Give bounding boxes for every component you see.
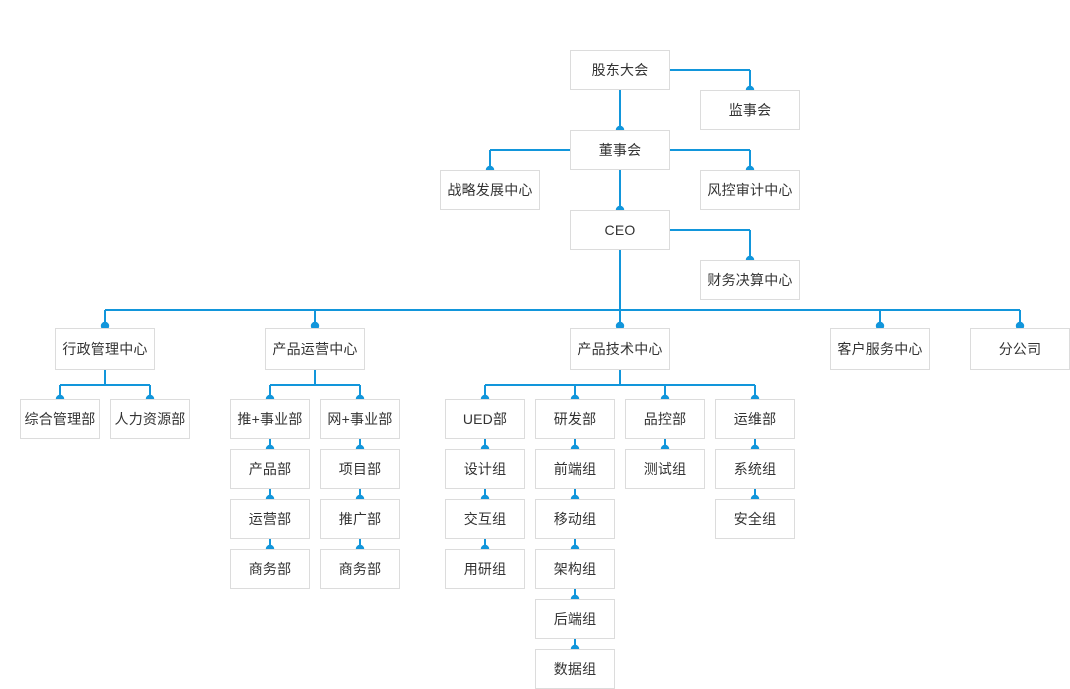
org-node-label: 股东大会 [591,61,649,78]
org-node-n17[interactable]: 产品部 [230,449,310,489]
org-node-label: 后端组 [553,610,597,627]
org-node-n10[interactable]: 产品技术中心 [570,328,670,370]
org-node-label: 推广部 [338,510,382,527]
org-node-label: 设计组 [463,460,507,477]
org-node-label: 客户服务中心 [837,340,923,357]
org-node-n21[interactable]: 商务部 [230,549,310,589]
org-node-label: 数据组 [553,660,597,677]
org-node-n18[interactable]: 项目部 [320,449,400,489]
org-node-n33[interactable]: 安全组 [715,499,795,539]
org-node-n30[interactable]: 系统组 [715,449,795,489]
org-node-n22[interactable]: 商务部 [320,549,400,589]
org-node-label: 架构组 [553,560,597,577]
org-node-label: 分公司 [998,340,1042,357]
org-node-label: 测试组 [643,460,687,477]
org-node-label: 网+事业部 [327,410,393,427]
org-node-n37[interactable]: 数据组 [535,649,615,689]
org-node-n3[interactable]: 董事会 [570,130,670,170]
org-node-n24[interactable]: 研发部 [535,399,615,439]
org-node-label: 系统组 [733,460,777,477]
org-node-label: 产品运营中心 [272,340,358,357]
org-node-n25[interactable]: 品控部 [625,399,705,439]
org-node-n9[interactable]: 产品运营中心 [265,328,365,370]
org-node-label: 产品技术中心 [577,340,663,357]
org-node-label: 用研组 [463,560,507,577]
org-node-label: 运营部 [248,510,292,527]
org-node-label: 财务决算中心 [707,271,793,288]
org-node-n36[interactable]: 后端组 [535,599,615,639]
org-node-n1[interactable]: 股东大会 [570,50,670,90]
org-node-label: 研发部 [553,410,597,427]
org-node-n31[interactable]: 交互组 [445,499,525,539]
org-node-label: 战略发展中心 [447,181,533,198]
org-node-label: 商务部 [248,560,292,577]
org-node-n15[interactable]: 推+事业部 [230,399,310,439]
org-node-label: 风控审计中心 [707,181,793,198]
org-node-n16[interactable]: 网+事业部 [320,399,400,439]
org-node-label: UED部 [462,410,508,427]
org-node-n34[interactable]: 用研组 [445,549,525,589]
org-node-label: 商务部 [338,560,382,577]
org-node-label: 品控部 [643,410,687,427]
org-node-label: 安全组 [733,510,777,527]
org-node-n13[interactable]: 综合管理部 [20,399,100,439]
org-node-label: 产品部 [248,460,292,477]
org-node-label: CEO [604,221,636,238]
org-node-n4[interactable]: 战略发展中心 [440,170,540,210]
org-node-label: 项目部 [338,460,382,477]
org-node-label: 移动组 [553,510,597,527]
org-node-n27[interactable]: 设计组 [445,449,525,489]
org-node-label: 董事会 [598,141,642,158]
org-node-n14[interactable]: 人力资源部 [110,399,190,439]
org-node-n2[interactable]: 监事会 [700,90,800,130]
org-node-n12[interactable]: 分公司 [970,328,1070,370]
org-node-n19[interactable]: 运营部 [230,499,310,539]
org-node-n35[interactable]: 架构组 [535,549,615,589]
org-node-label: 前端组 [553,460,597,477]
org-node-n5[interactable]: 风控审计中心 [700,170,800,210]
org-node-label: 综合管理部 [24,410,96,427]
org-node-n32[interactable]: 移动组 [535,499,615,539]
org-node-n11[interactable]: 客户服务中心 [830,328,930,370]
org-node-label: 人力资源部 [114,410,186,427]
org-node-n8[interactable]: 行政管理中心 [55,328,155,370]
org-node-n6[interactable]: CEO [570,210,670,250]
org-node-label: 监事会 [728,101,772,118]
org-node-n29[interactable]: 测试组 [625,449,705,489]
org-node-n28[interactable]: 前端组 [535,449,615,489]
org-node-n23[interactable]: UED部 [445,399,525,439]
org-node-label: 行政管理中心 [62,340,148,357]
org-node-label: 运维部 [733,410,777,427]
org-node-label: 推+事业部 [237,410,303,427]
org-node-label: 交互组 [463,510,507,527]
org-node-n7[interactable]: 财务决算中心 [700,260,800,300]
org-node-n20[interactable]: 推广部 [320,499,400,539]
org-node-n26[interactable]: 运维部 [715,399,795,439]
